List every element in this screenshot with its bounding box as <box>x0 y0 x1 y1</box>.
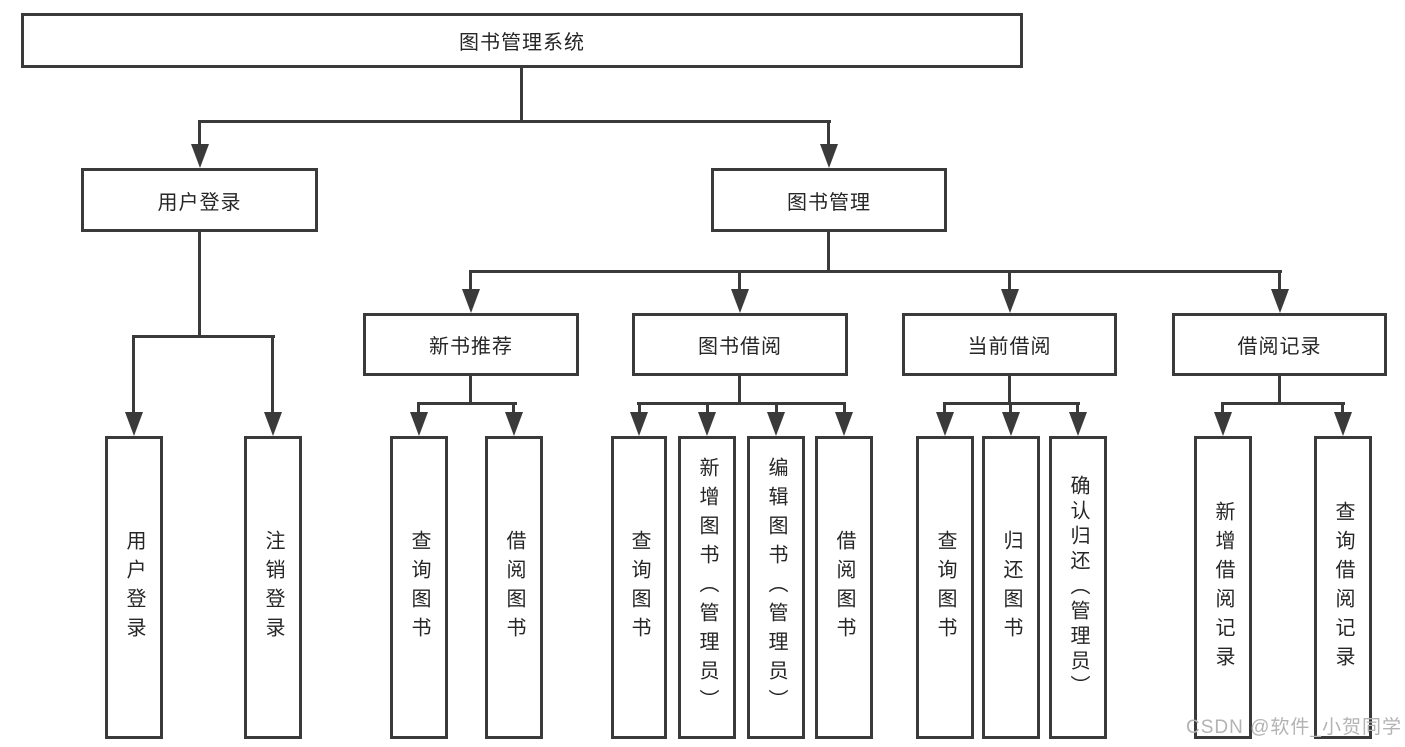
node-query-books-current: 查询图书 <box>916 436 974 739</box>
node-confirm-return-admin: 确认归还（管理员） <box>1049 436 1107 739</box>
node-label: 当前借阅 <box>967 336 1052 358</box>
connector-vertical <box>469 376 472 405</box>
connector-stub <box>132 335 135 414</box>
node-borrow-books: 借阅图书 <box>815 436 873 739</box>
connector-horizontal <box>1221 402 1345 405</box>
connector-stub <box>775 402 778 415</box>
watermark: CSDN @软件_小贺同学 <box>1186 717 1402 738</box>
node-label: 图书管理 <box>787 191 871 214</box>
node-library-management-system: 图书管理系统 <box>21 13 1023 68</box>
node-label: 借阅图书 <box>503 529 525 646</box>
arrowhead-down-icon <box>820 144 838 168</box>
node-query-books-recommend: 查询图书 <box>390 436 448 739</box>
node-label: 新书推荐 <box>429 336 513 358</box>
connector-stub <box>512 402 515 415</box>
arrowhead-down-icon <box>1069 412 1087 436</box>
arrowhead-down-icon <box>1001 289 1019 313</box>
node-edit-books-admin: 编辑图书（管理员） <box>747 436 805 739</box>
node-book-borrowing: 图书借阅 <box>632 313 848 376</box>
connector-userlogin-vertical <box>198 232 201 338</box>
node-user-login-leaf: 用户登录 <box>105 436 163 739</box>
arrowhead-down-icon <box>125 412 143 436</box>
node-label: 新增图书（管理员） <box>696 457 718 718</box>
arrowhead-down-icon <box>698 412 716 436</box>
node-query-borrow-record: 查询借阅记录 <box>1314 436 1372 739</box>
connector-stub-user-login <box>198 120 201 146</box>
node-label: 图书借阅 <box>698 336 782 358</box>
node-label: 新增借阅记录 <box>1212 500 1234 675</box>
node-label: 编辑图书（管理员） <box>765 457 787 718</box>
arrowhead-down-icon <box>264 412 282 436</box>
node-borrowing-records: 借阅记录 <box>1172 313 1387 376</box>
node-label: 查询图书 <box>934 529 956 646</box>
arrowhead-down-icon <box>731 289 749 313</box>
connector-vertical <box>1008 376 1011 405</box>
connector-stub <box>469 270 472 292</box>
connector-bookmgmt-horizontal <box>469 270 1282 273</box>
node-query-books-borrowing: 查询图书 <box>611 436 667 739</box>
connector-stub-book-management <box>827 120 830 146</box>
node-label: 查询借阅记录 <box>1332 500 1354 675</box>
connector-stub <box>943 402 946 415</box>
connector-bookmgmt-vertical <box>827 232 830 273</box>
node-book-management: 图书管理 <box>711 168 947 232</box>
connector-horizontal <box>417 402 517 405</box>
node-user-login: 用户登录 <box>81 168 318 232</box>
node-label: 归还图书 <box>1000 529 1022 646</box>
node-return-books: 归还图书 <box>982 436 1040 739</box>
connector-stub <box>706 402 709 415</box>
node-label: 查询图书 <box>408 529 430 646</box>
connector-userlogin-horizontal <box>132 335 275 338</box>
connector-stub <box>738 270 741 292</box>
node-label: 借阅记录 <box>1237 336 1322 358</box>
arrowhead-down-icon <box>1002 412 1020 436</box>
connector-stub <box>1076 402 1079 415</box>
connector-horizontal <box>637 402 846 405</box>
node-label: 确认归还（管理员） <box>1067 475 1089 700</box>
node-label: 用户登录 <box>157 191 242 214</box>
node-label: 借阅图书 <box>833 529 855 646</box>
connector-stub <box>1221 402 1224 415</box>
arrowhead-down-icon <box>462 289 480 313</box>
node-label: 用户登录 <box>123 529 145 646</box>
connector-root-vertical <box>520 68 523 123</box>
connector-stub <box>417 402 420 415</box>
node-borrow-books-recommend: 借阅图书 <box>485 436 543 739</box>
connector-stub <box>1278 270 1281 292</box>
arrowhead-down-icon <box>1334 412 1352 436</box>
connector-stub <box>843 402 846 415</box>
arrowhead-down-icon <box>410 412 428 436</box>
connector-vertical <box>1278 376 1281 405</box>
node-label: 查询图书 <box>628 529 650 646</box>
connector-root-horizontal <box>199 120 831 123</box>
arrowhead-down-icon <box>505 412 523 436</box>
arrowhead-down-icon <box>767 412 785 436</box>
arrowhead-down-icon <box>1271 289 1289 313</box>
arrowhead-down-icon <box>835 412 853 436</box>
connector-stub <box>1008 270 1011 292</box>
node-label: 图书管理系统 <box>459 32 585 54</box>
connector-stub <box>638 402 641 415</box>
node-logout: 注销登录 <box>244 436 302 739</box>
connector-stub <box>271 335 274 414</box>
connector-vertical <box>738 376 741 405</box>
node-current-borrowing: 当前借阅 <box>902 313 1117 376</box>
node-label: 注销登录 <box>262 529 284 646</box>
connector-stub <box>1341 402 1344 415</box>
node-new-book-recommendation: 新书推荐 <box>363 313 579 376</box>
arrowhead-down-icon <box>191 144 209 168</box>
arrowhead-down-icon <box>630 412 648 436</box>
node-add-books-admin: 新增图书（管理员） <box>678 436 736 739</box>
arrowhead-down-icon <box>1214 412 1232 436</box>
node-add-borrow-record: 新增借阅记录 <box>1194 436 1252 739</box>
connector-stub <box>1009 402 1012 415</box>
arrowhead-down-icon <box>936 412 954 436</box>
